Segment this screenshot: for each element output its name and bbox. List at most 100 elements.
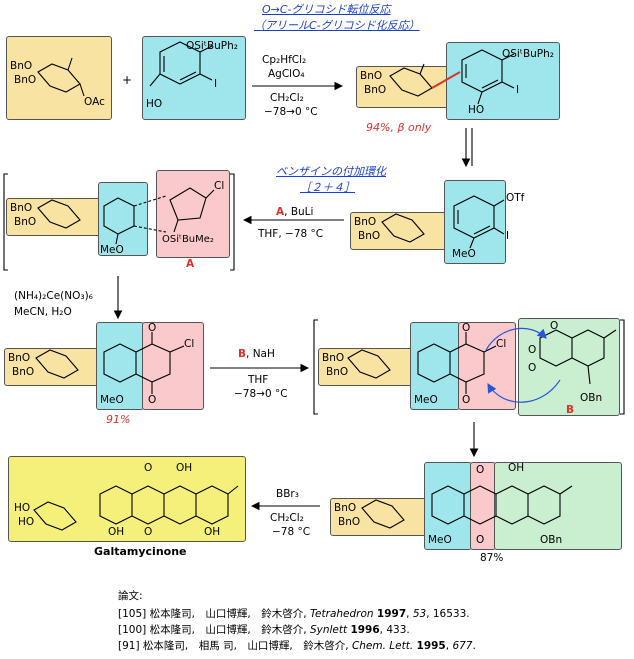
- step1-reagent-ag: AgClO₄: [268, 68, 305, 80]
- reference-volume: 677: [452, 640, 473, 652]
- triflate-aryl-panel: [444, 180, 506, 264]
- triflate-label-bno-2: BnO: [358, 230, 381, 242]
- reference-number: [91]: [118, 640, 140, 652]
- plus-sign: +: [122, 73, 133, 87]
- quinone-label-cl: Cl: [184, 338, 195, 350]
- step2-conditions: THF, −78 °C: [258, 228, 324, 240]
- triflate-label-i: I: [506, 230, 510, 242]
- quinone-aryl-ring: [103, 343, 137, 383]
- reference-year: 1995: [416, 640, 446, 652]
- anhydride-ring: [539, 329, 573, 367]
- triflate-label-meo: MeO: [452, 248, 476, 260]
- step4-reagent-nah: , NaH: [246, 348, 275, 360]
- benzyne-panel: [98, 182, 148, 256]
- galtamycinone-name: Galtamycinone: [94, 545, 187, 558]
- intermediate-label-bno-2: BnO: [14, 216, 37, 228]
- phenol-label-ho: HO: [146, 98, 163, 110]
- furan-ring: [169, 187, 207, 221]
- triflate-aryl-ring: [453, 195, 495, 239]
- product1-label-ho: HO: [468, 104, 485, 116]
- phenol-panel: [142, 36, 246, 120]
- step3-yield: 91%: [106, 413, 131, 426]
- reference-authors: 松本隆司, 相馬 司, 山口博輝, 鈴木啓介,: [142, 640, 349, 652]
- anhydride-label-obn: OBn: [580, 392, 603, 404]
- step2-reagent-buli: , BuLi: [284, 206, 314, 218]
- reference-journal: Tetrahedron: [309, 608, 374, 620]
- reference-item: [105] 松本隆司, 山口博輝, 鈴木啓介, Tetrahedron 1997…: [118, 608, 470, 620]
- step1-solvent: CH₂Cl₂: [270, 92, 304, 104]
- protected-label-obn: OBn: [540, 534, 563, 546]
- protected-label-bno-1: BnO: [334, 502, 357, 514]
- step4-solvent: THF: [248, 374, 269, 386]
- quinone-label-bno-1: BnO: [8, 352, 31, 364]
- complex-label-bno-2: BnO: [326, 366, 349, 378]
- sugar-panel-quinone: [4, 348, 102, 386]
- step5-temp: −78 °C: [272, 526, 311, 538]
- anhydride-tag-b: B: [566, 404, 575, 416]
- step2-reagent-a: A: [276, 206, 285, 218]
- reference-item: [91] 松本隆司, 相馬 司, 山口博輝, 鈴木啓介, Chem. Lett.…: [118, 640, 476, 652]
- protected-label-oh: OH: [508, 462, 525, 474]
- sugar-ring-start: [37, 63, 81, 93]
- reference-year: 1997: [376, 608, 407, 620]
- reference-pages: .: [472, 640, 476, 652]
- complex-label-o-bottom: O: [462, 394, 471, 406]
- product1-label-bno-1: BnO: [360, 70, 383, 82]
- reference-journal: Synlett: [309, 624, 348, 636]
- reference-journal: Chem. Lett.: [351, 640, 414, 652]
- anhydride-label-o-2: O: [528, 344, 537, 356]
- step4-reagent: B, NaH: [238, 348, 275, 360]
- final-label-oh-1: OH: [176, 462, 193, 474]
- complex-label-o-top: O: [462, 322, 471, 334]
- final-label-o-bottom: O: [144, 526, 153, 538]
- quinone-label-o-bottom: O: [148, 394, 157, 406]
- step5-solvent: CH₂Cl₂: [270, 512, 304, 524]
- protected-label-meo: MeO: [428, 534, 452, 546]
- sugar-panel-protected: [330, 498, 428, 536]
- sugar-panel-start: [6, 36, 112, 120]
- furan-tag-a: A: [186, 258, 195, 270]
- product1-label-osi: OSiᵗBuPh₂: [502, 48, 554, 60]
- intermediate-label-meo: MeO: [100, 244, 124, 256]
- sugar-panel-intermediate: [6, 198, 104, 236]
- product1-label-bno-2: BnO: [364, 84, 387, 96]
- complex-quinone-panel: [458, 322, 516, 410]
- final-label-o-top: O: [144, 462, 153, 474]
- triflate-label-bno-1: BnO: [354, 216, 377, 228]
- step4-temp: −78→0 °C: [234, 388, 288, 400]
- step1-temp: −78→0 °C: [264, 106, 318, 118]
- complex-label-bno-1: BnO: [322, 352, 345, 364]
- reference-volume: 53: [412, 608, 427, 620]
- start-label-bno-2: BnO: [14, 74, 37, 86]
- phenol-label-osi: OSiᵗBuPh₂: [186, 40, 238, 52]
- furan-panel: [156, 170, 230, 258]
- quinone-label-o-top: O: [148, 322, 157, 334]
- step2-title-line1: ベンザインの付加環化: [276, 165, 386, 178]
- reference-authors: 松本隆司, 山口博輝, 鈴木啓介,: [149, 608, 307, 620]
- step3-reagent-can: (NH₄)₂Ce(NO₃)₆: [14, 290, 93, 302]
- triflate-label-otf: OTf: [506, 192, 525, 204]
- reference-number: [100]: [118, 624, 147, 636]
- header-title-line1: O→C-グリコシド転位反応: [262, 3, 391, 16]
- reference-pages: , 16533.: [426, 608, 470, 620]
- step1-yield: 94%, β only: [366, 121, 432, 134]
- start-label-oac: OAc: [84, 96, 105, 108]
- protected-quinone-panel: [470, 462, 496, 550]
- final-label-ho-1: HO: [14, 502, 31, 514]
- intermediate-label-osi: OSiᵗBuMe₂: [162, 234, 214, 245]
- complex-label-cl: Cl: [496, 338, 507, 350]
- step2-reagent: A, BuLi: [276, 206, 313, 218]
- protected-label-bno-2: BnO: [338, 516, 361, 528]
- final-label-oh-2: OH: [108, 526, 125, 538]
- protected-label-o-bottom: O: [476, 534, 485, 546]
- aryl-panel-product1: [446, 42, 560, 120]
- step1-reagent-hf: Cp₂HfCl₂: [262, 54, 307, 66]
- reference-authors: 松本隆司, 山口博輝, 鈴木啓介,: [149, 624, 307, 636]
- quinone-label-bno-2: BnO: [12, 366, 35, 378]
- protected-anthracene-panel: [494, 462, 622, 550]
- reference-pages: , 433.: [379, 624, 410, 636]
- protected-yield: 87%: [480, 552, 504, 564]
- reference-number: [105]: [118, 608, 147, 620]
- benzyne-ring: [103, 197, 135, 235]
- step3-solvent: MeCN, H₂O: [14, 306, 72, 318]
